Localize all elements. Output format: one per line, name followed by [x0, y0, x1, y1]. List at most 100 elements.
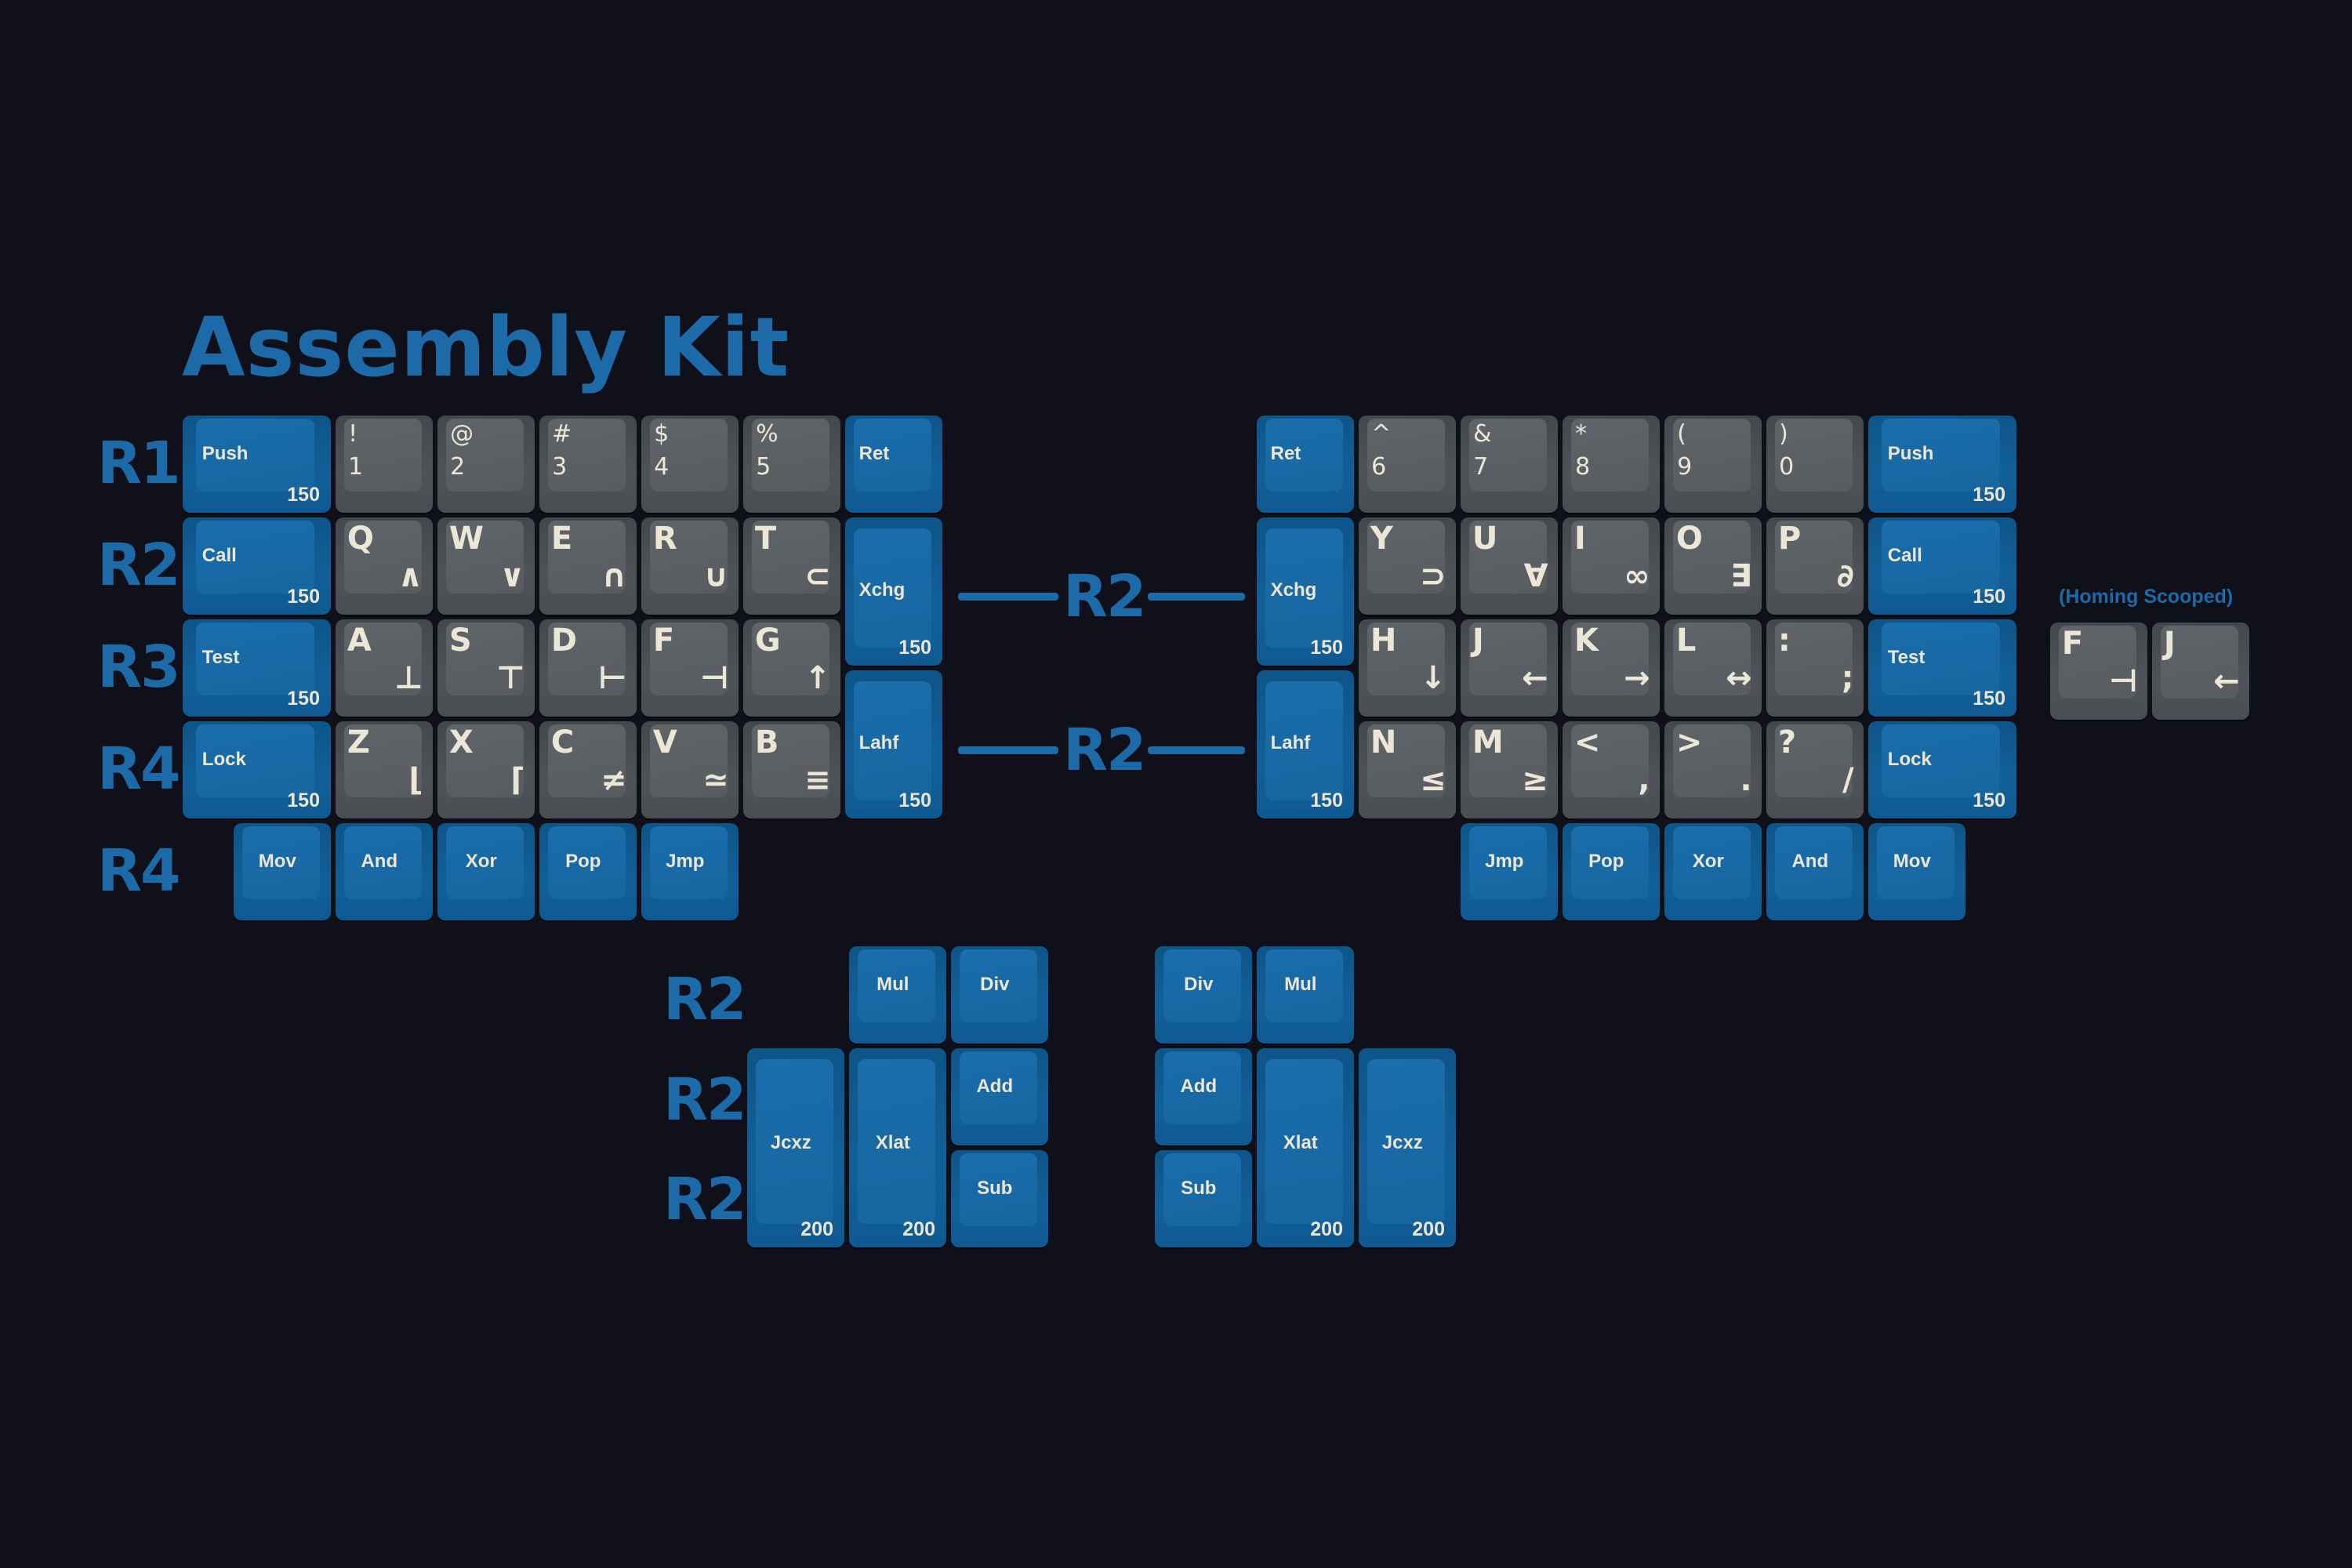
key-↑[interactable]: G↑: [743, 619, 840, 717]
key-4[interactable]: $4: [641, 416, 739, 513]
key-∂[interactable]: P∂: [1766, 517, 1864, 615]
key-≃[interactable]: V≃: [641, 721, 739, 818]
key-sub-right[interactable]: Sub: [1155, 1150, 1252, 1247]
key-symbol-legend: ,: [1638, 762, 1650, 798]
key-symbol-legend: ≥: [1522, 762, 1548, 798]
key-∩[interactable]: E∩: [539, 517, 637, 615]
key-symbol-legend: ∪: [703, 558, 729, 594]
key-ret-right[interactable]: Ret: [1257, 416, 1354, 513]
key-symbol-legend: ∀: [1523, 558, 1548, 594]
key-8[interactable]: *8: [1563, 416, 1660, 513]
key-∪[interactable]: R∪: [641, 517, 739, 615]
key-⊣[interactable]: F⊣: [641, 619, 739, 717]
key-⌈[interactable]: X⌈: [437, 721, 535, 818]
key-pop-right[interactable]: Pop: [1563, 823, 1660, 920]
key-size-label: 150: [1973, 688, 2005, 710]
key-←[interactable]: J←: [1461, 619, 1558, 717]
key-∨[interactable]: W∨: [437, 517, 535, 615]
keycap-top: [1673, 419, 1751, 492]
key-∃[interactable]: O∃: [1664, 517, 1762, 615]
row-label-r2: R2: [97, 532, 180, 599]
key-letter-legend: >: [1675, 724, 1703, 760]
key-homing-f[interactable]: F⊣: [2050, 622, 2147, 720]
key-div-right[interactable]: Div: [1155, 946, 1252, 1044]
key-⊤[interactable]: S⊤: [437, 619, 535, 717]
key-letter-legend: Y: [1370, 521, 1393, 557]
key-jmp-left[interactable]: Jmp: [641, 823, 739, 920]
key-xor-left[interactable]: Xor: [437, 823, 535, 920]
key-mov-left[interactable]: Mov: [234, 823, 331, 920]
key-add-left[interactable]: Add: [951, 1048, 1048, 1145]
key-⊃[interactable]: Y⊃: [1359, 517, 1456, 615]
key-shift-legend: @: [450, 420, 474, 448]
key-/[interactable]: ?/: [1766, 721, 1864, 818]
key-∧[interactable]: Q∧: [336, 517, 433, 615]
key-letter-legend: <: [1573, 724, 1601, 760]
keycap-top: [1163, 1153, 1242, 1226]
key-≥[interactable]: M≥: [1461, 721, 1558, 818]
key-3[interactable]: #3: [539, 416, 637, 513]
key-≡[interactable]: B≡: [743, 721, 840, 818]
key-⌊[interactable]: Z⌊: [336, 721, 433, 818]
key-and-left[interactable]: And: [336, 823, 433, 920]
key-→[interactable]: K→: [1563, 619, 1660, 717]
key-;[interactable]: :;: [1766, 619, 1864, 717]
key-add-right[interactable]: Add: [1155, 1048, 1252, 1145]
key-↔[interactable]: L↔: [1664, 619, 1762, 717]
key-≤[interactable]: N≤: [1359, 721, 1456, 818]
key-label: Call: [1887, 544, 1922, 566]
key-⊂[interactable]: T⊂: [743, 517, 840, 615]
key-label: Lahf: [1270, 731, 1311, 753]
key-7[interactable]: &7: [1461, 416, 1558, 513]
key-,[interactable]: <,: [1563, 721, 1660, 818]
key-6[interactable]: ^6: [1359, 416, 1456, 513]
key-⊥[interactable]: A⊥: [336, 619, 433, 717]
key-xor-right[interactable]: Xor: [1664, 823, 1762, 920]
key-div-left[interactable]: Div: [951, 946, 1048, 1044]
keycap-top: [344, 724, 423, 797]
key-.[interactable]: >.: [1664, 721, 1762, 818]
key-homing-j[interactable]: J←: [2152, 622, 2249, 720]
key-2[interactable]: @2: [437, 416, 535, 513]
key-label: Xor: [465, 850, 497, 872]
key-∞[interactable]: I∞: [1563, 517, 1660, 615]
key-5[interactable]: %5: [743, 416, 840, 513]
key-↓[interactable]: H↓: [1359, 619, 1456, 717]
key-mov-right[interactable]: Mov: [1868, 823, 1965, 920]
key-pop-left[interactable]: Pop: [539, 823, 637, 920]
key-mul-left[interactable]: Mul: [849, 946, 946, 1044]
key-9[interactable]: (9: [1664, 416, 1762, 513]
key-≠[interactable]: C≠: [539, 721, 637, 818]
key-0[interactable]: )0: [1766, 416, 1864, 513]
keycap-top: [548, 826, 626, 899]
key-ret-left[interactable]: Ret: [845, 416, 942, 513]
key-sub-left[interactable]: Sub: [951, 1150, 1048, 1247]
key-and-right[interactable]: And: [1766, 823, 1864, 920]
key-letter-legend: D: [550, 622, 578, 659]
key-jmp-right[interactable]: Jmp: [1461, 823, 1558, 920]
key-∀[interactable]: U∀: [1461, 517, 1558, 615]
keycap-top: [756, 1059, 834, 1224]
keycap-top: [854, 681, 932, 801]
thumb-row-label: R2: [663, 966, 746, 1033]
key-1[interactable]: !1: [336, 416, 433, 513]
key-⊢[interactable]: D⊢: [539, 619, 637, 717]
key-mul-right[interactable]: Mul: [1257, 946, 1354, 1044]
row-label-r4: R4: [97, 735, 180, 803]
